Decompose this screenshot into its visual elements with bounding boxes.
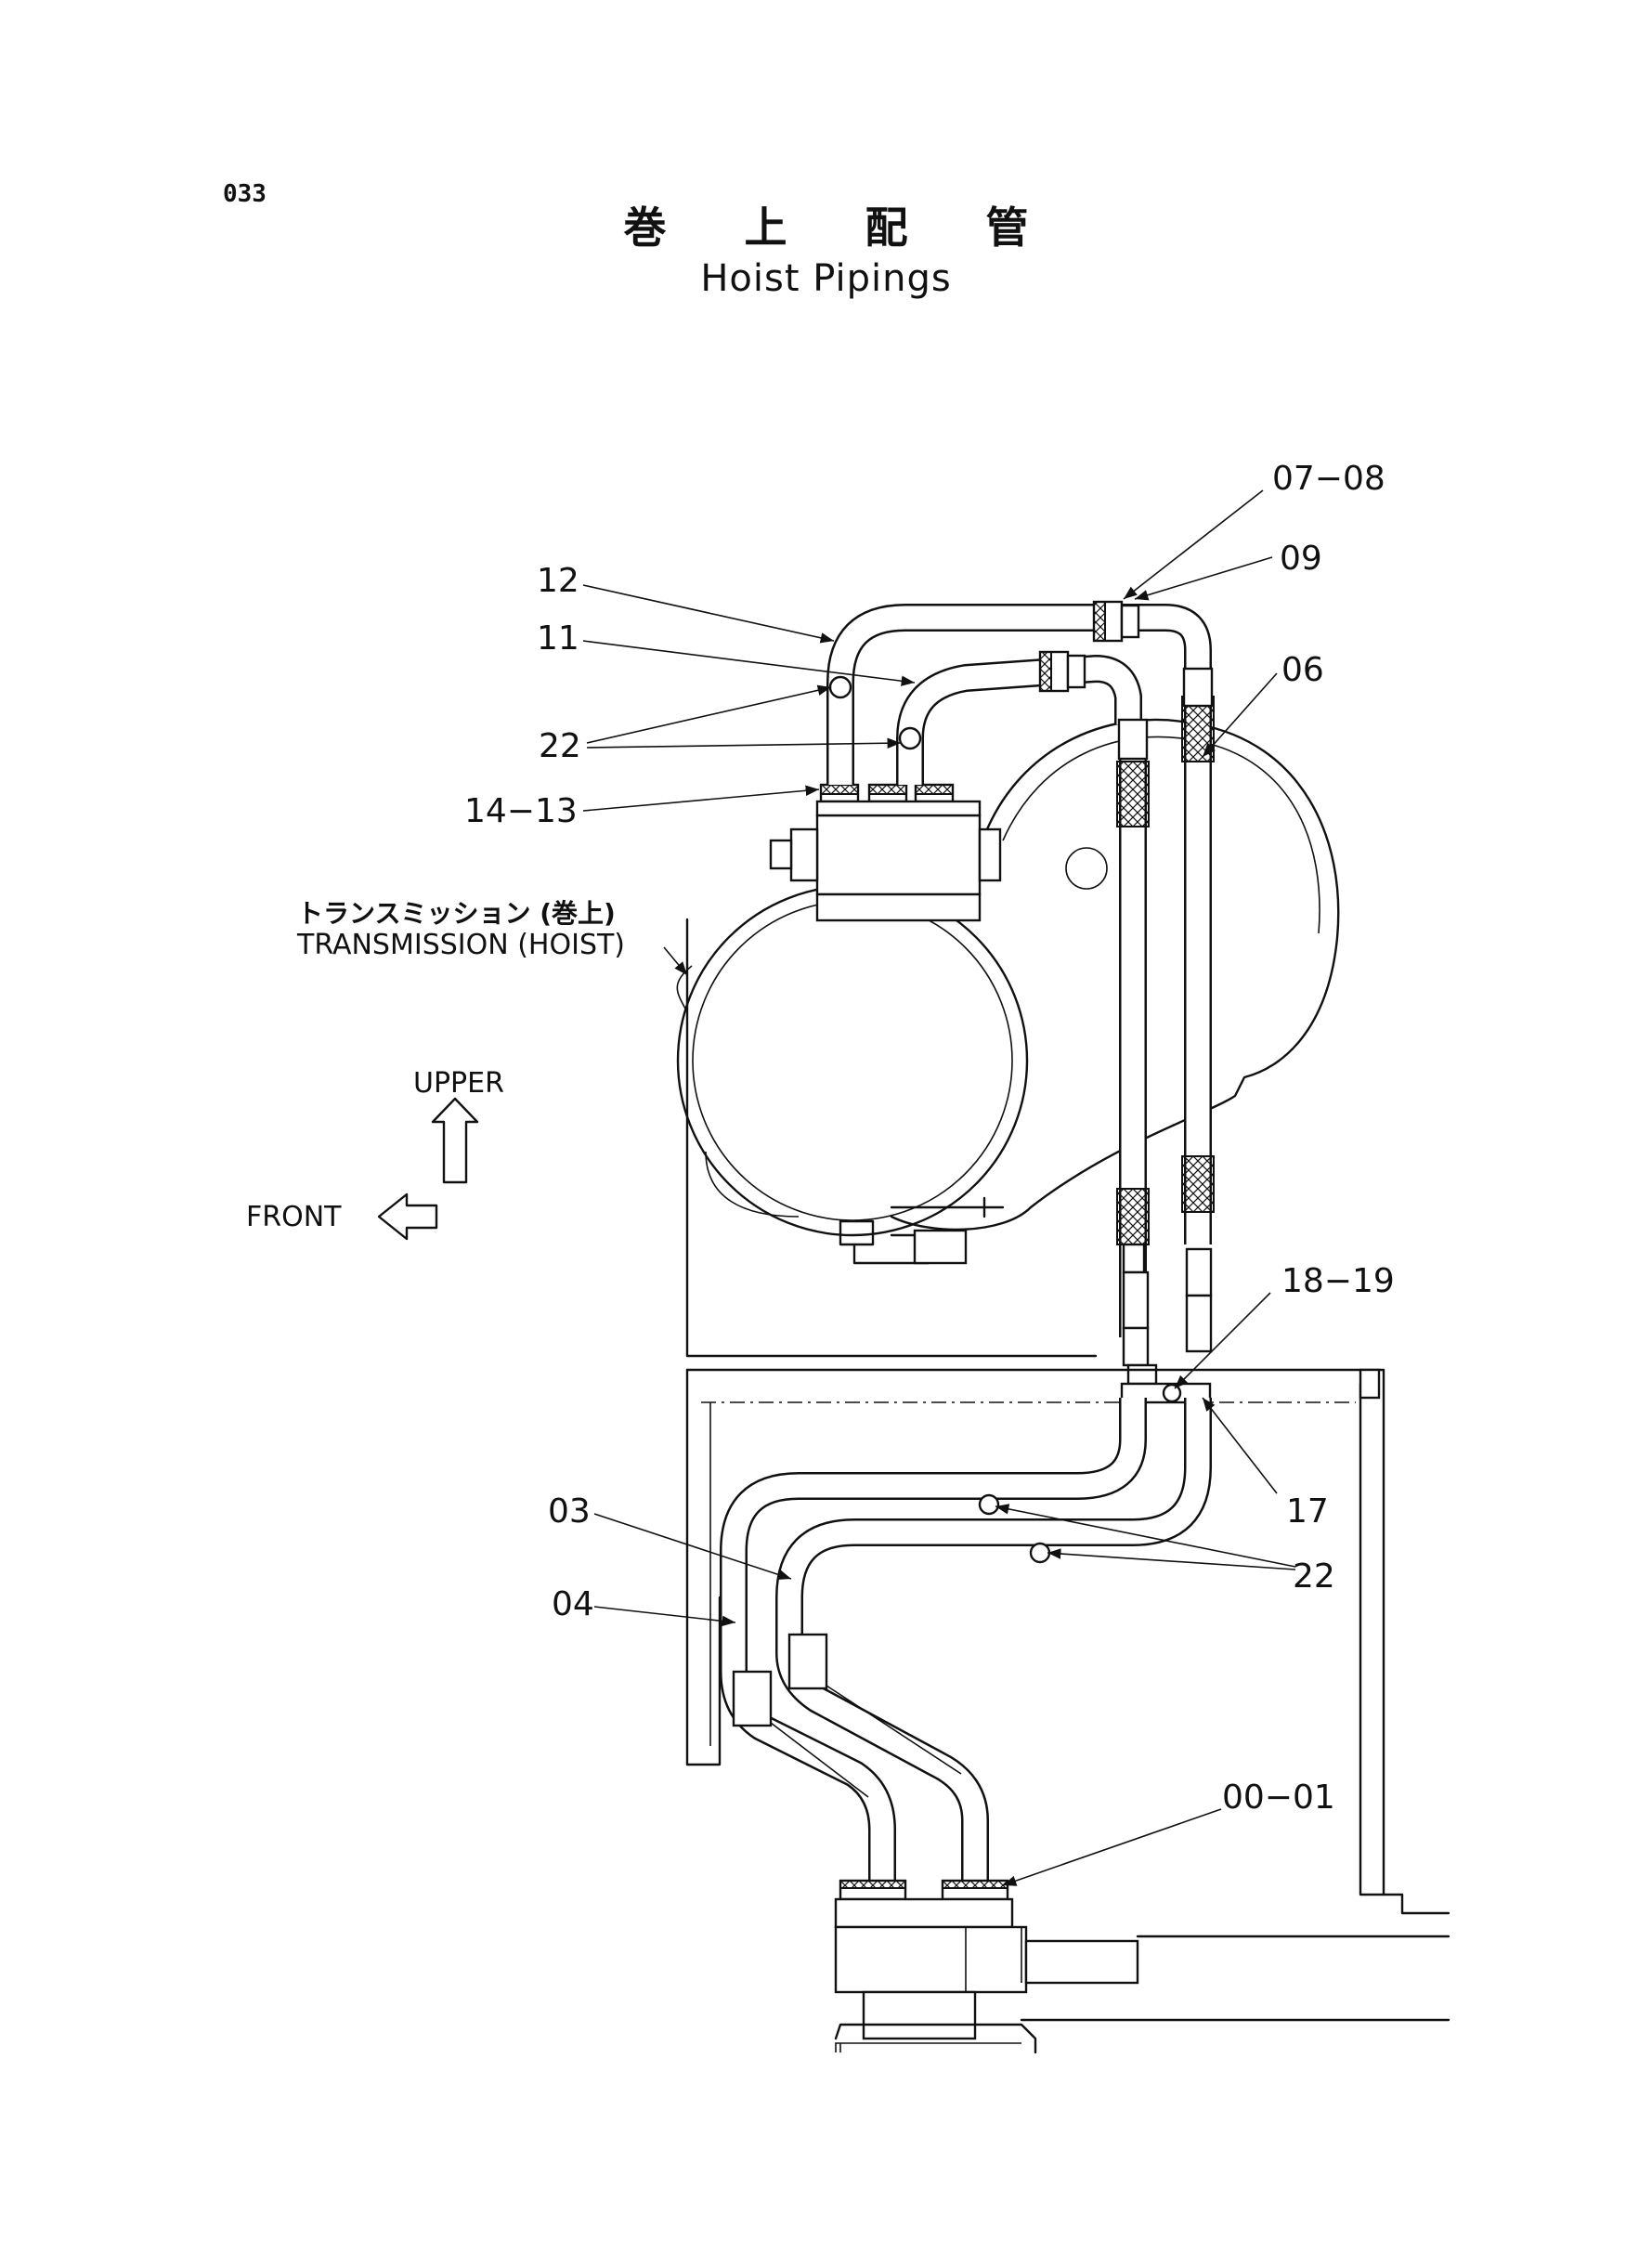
label-front: FRONT [246,1201,342,1233]
callout-04: 04 [552,1585,594,1623]
title-japanese: 巻 上 配 管 [623,202,1060,253]
callout-06: 06 [1281,651,1324,689]
hose-06 [1181,667,1215,1353]
title-english: Hoist Pipings [700,257,952,300]
label-upper: UPPER [413,1067,504,1100]
page-number: 033 [223,180,267,208]
callout-18-19: 18−19 [1281,1262,1395,1300]
clamps-bottom [732,1633,962,1798]
pipe-12 [826,604,1212,785]
orientation-arrows [377,1097,479,1241]
label-transmission-jp: トランスミッション (巻上) [297,898,616,929]
callout-09: 09 [1280,540,1322,578]
callout-14-13: 14−13 [464,792,578,830]
callout-11: 11 [537,619,579,658]
valve-block [769,783,1002,922]
transmission-hoist [676,718,1340,1358]
pump [834,1879,1450,2054]
pipe-11 [896,655,1142,785]
clamp-bolts [828,675,1182,1564]
callout-07-08: 07−08 [1272,460,1385,498]
callout-12: 12 [537,562,579,600]
leader-lines [582,489,1296,1886]
callout-03: 03 [548,1492,591,1531]
callout-00-01: 00−01 [1222,1778,1335,1817]
pipe-04 [720,1398,1147,1885]
fittings-07-09 [1038,600,1140,693]
callout-22-bottom: 22 [1293,1557,1335,1596]
callout-22-top: 22 [539,727,581,765]
callout-17: 17 [1286,1492,1329,1531]
hose-rear [1116,718,1150,1337]
frame [685,1368,1450,1915]
label-transmission-en: TRANSMISSION (HOIST) [297,929,626,961]
